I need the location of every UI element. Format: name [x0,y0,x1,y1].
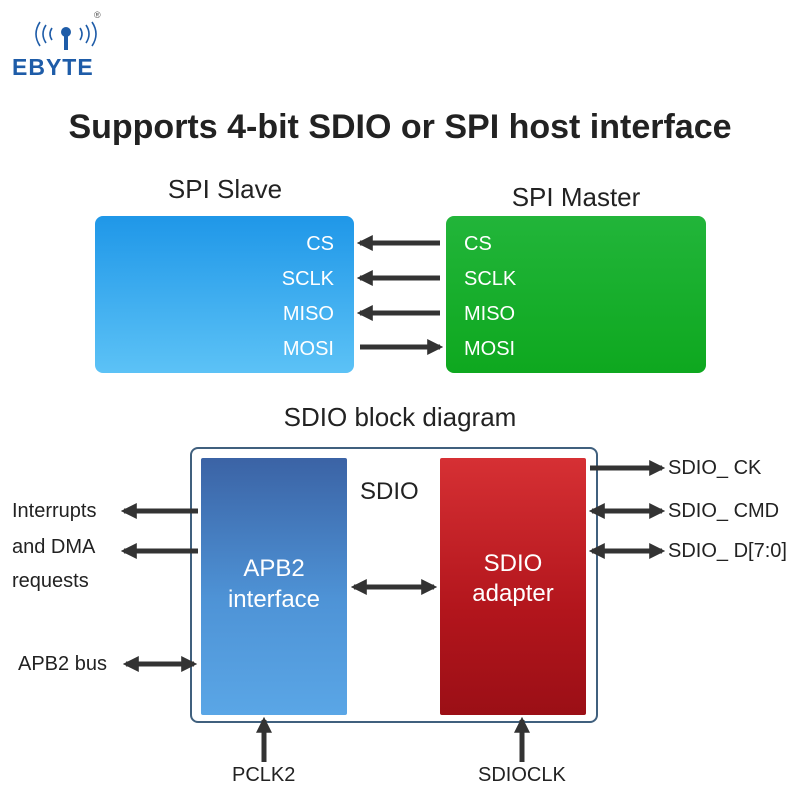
ebyte-logo: ® EBYTE [10,10,122,80]
pclk2-label: PCLK2 [232,764,296,786]
page-title: Supports 4-bit SDIO or SPI host interfac… [68,108,732,146]
master-pin-sclk: SCLK [464,268,517,290]
registered-mark: ® [94,10,101,20]
apb2-label-line1: APB2 [243,555,305,582]
wireless-signal-icon [35,21,97,50]
spi-slave-block: CS SCLK MISO MOSI [95,216,354,373]
apb2-label-line2: interface [227,586,321,613]
master-pin-cs: CS [464,233,492,255]
sdioclk-label: SDIOCLK [478,764,566,786]
spi-master-title: SPI Master [511,182,641,212]
sdio-section-title: SDIO block diagram [283,402,517,432]
apb2-bus-label: APB2 bus [18,653,107,675]
adapter-label-line2: adapter [472,580,554,607]
adapter-label-line1: SDIO [483,550,543,577]
slave-pin-cs: CS [306,233,334,255]
master-pin-miso: MISO [464,303,516,325]
spi-master-block: CS SCLK MISO MOSI [446,216,706,373]
sdio-adapter-block: SDIO adapter [440,458,586,715]
apb2-interface-block: APB2 interface [201,458,347,715]
slave-pin-miso: MISO [282,303,334,325]
signal-sdio-d: SDIO_ D[7:0] [668,540,787,562]
interrupts-label-line3: requests [12,570,89,592]
sdio-frame-label: SDIO [360,478,419,505]
brand-name: EBYTE [12,54,94,80]
signal-sdio-ck: SDIO_ CK [668,457,762,479]
slave-pin-mosi: MOSI [282,338,334,360]
slave-pin-sclk: SCLK [281,268,334,290]
interrupts-label-line1: Interrupts [12,500,97,522]
interrupts-label-line2: and DMA [12,536,96,558]
master-pin-mosi: MOSI [464,338,516,360]
spi-slave-title: SPI Slave [167,174,283,204]
signal-sdio-cmd: SDIO_ CMD [668,500,780,522]
